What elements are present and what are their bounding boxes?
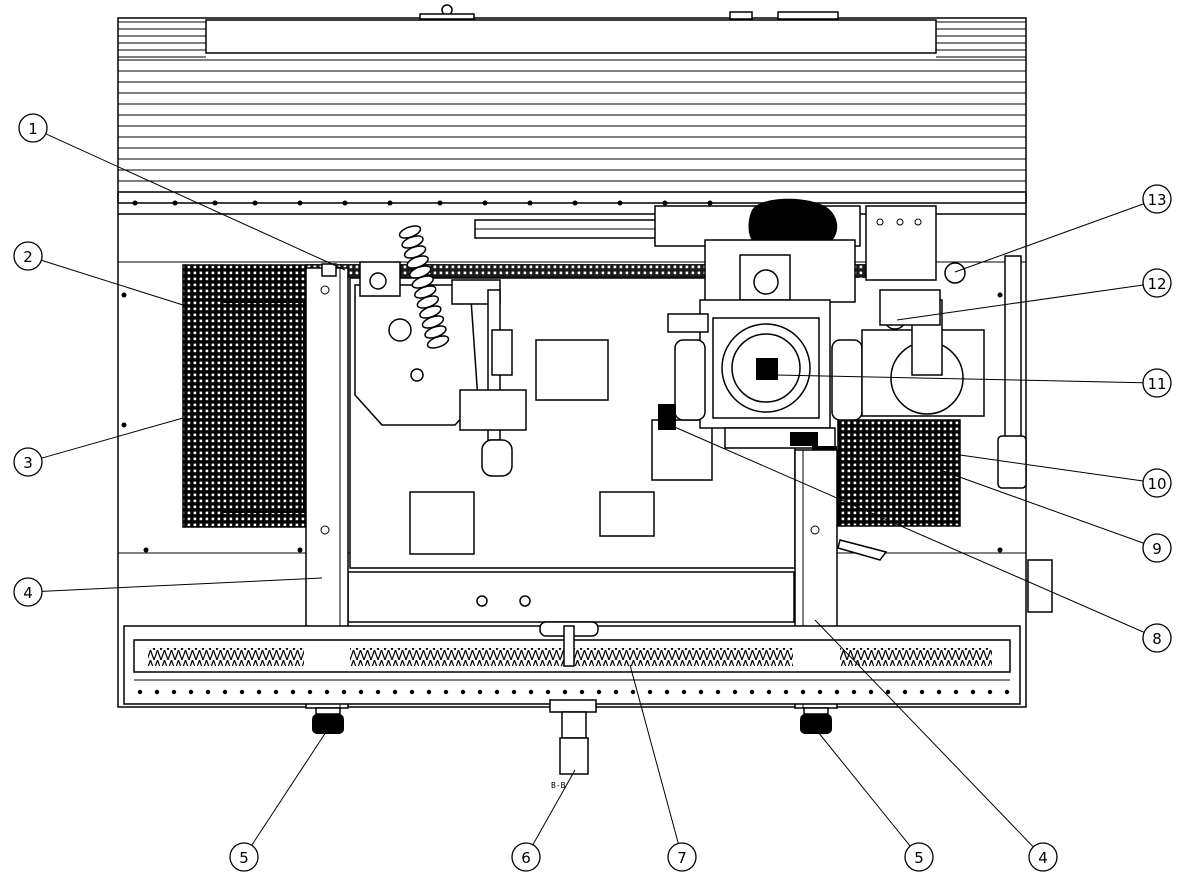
callout-circle bbox=[667, 842, 697, 872]
callout-number: 11 bbox=[1147, 375, 1166, 393]
hose-assembly bbox=[354, 225, 527, 477]
callout-leader bbox=[959, 454, 1144, 482]
callout-c4a: 4 bbox=[13, 577, 323, 607]
callout-circle bbox=[13, 447, 43, 477]
callout-number: 8 bbox=[1152, 630, 1162, 648]
callout-c12: 12 bbox=[896, 268, 1172, 321]
callout-number: 10 bbox=[1147, 475, 1166, 493]
callout-c8: 8 bbox=[669, 424, 1172, 653]
callout-c3: 3 bbox=[13, 417, 184, 477]
callout-leader bbox=[41, 259, 184, 306]
callout-leader bbox=[814, 619, 1034, 848]
callout-c7: 7 bbox=[629, 664, 697, 872]
pump-assembly bbox=[658, 239, 1027, 489]
callout-c5b: 5 bbox=[817, 731, 934, 872]
callout-c11: 11 bbox=[775, 368, 1172, 398]
callout-circle bbox=[18, 113, 48, 143]
callout-leader bbox=[896, 284, 1144, 321]
callout-c13: 13 bbox=[954, 184, 1172, 273]
callout-leader bbox=[775, 374, 1144, 384]
callout-circle bbox=[1142, 184, 1172, 214]
right-knob bbox=[800, 707, 832, 734]
callout-leader bbox=[939, 469, 1144, 544]
callout-c5a: 5 bbox=[229, 731, 327, 872]
callout-circle bbox=[1142, 533, 1172, 563]
connector-label: B-B bbox=[551, 781, 566, 790]
right-perforated-panel bbox=[837, 419, 961, 527]
callout-circle bbox=[13, 241, 43, 271]
callout-circle bbox=[1142, 368, 1172, 398]
callout-leader bbox=[41, 577, 323, 592]
callout-number: 6 bbox=[521, 849, 531, 867]
callout-number: 3 bbox=[23, 454, 33, 472]
callout-number: 12 bbox=[1147, 275, 1166, 293]
callout-number: 13 bbox=[1147, 191, 1166, 209]
callout-c9: 9 bbox=[939, 469, 1172, 563]
callout-number: 5 bbox=[239, 849, 249, 867]
callout-number: 4 bbox=[23, 584, 33, 602]
callout-c6: 6 bbox=[511, 769, 576, 872]
callout-number: 9 bbox=[1152, 540, 1162, 558]
top-louver-panel bbox=[117, 4, 1027, 204]
spring-rail bbox=[123, 559, 1053, 705]
callout-circle bbox=[229, 842, 259, 872]
callout-c1: 1 bbox=[18, 113, 346, 271]
callout-circle bbox=[904, 842, 934, 872]
callout-circle bbox=[1142, 468, 1172, 498]
left-perforated-panel bbox=[182, 264, 307, 528]
callout-number: 2 bbox=[23, 248, 33, 266]
callout-c10: 10 bbox=[959, 454, 1172, 498]
callout-leader bbox=[954, 203, 1145, 273]
callout-leader bbox=[532, 769, 576, 846]
callout-number: 4 bbox=[1038, 849, 1048, 867]
callout-circle bbox=[511, 842, 541, 872]
bottom-connector: B-B bbox=[549, 699, 597, 790]
callout-number: 1 bbox=[28, 120, 38, 138]
callout-leader bbox=[669, 424, 1145, 633]
callout-leader bbox=[45, 133, 346, 271]
callout-leader bbox=[629, 664, 679, 844]
callout-circle bbox=[13, 577, 43, 607]
callout-c4b: 4 bbox=[814, 619, 1058, 872]
callout-number: 5 bbox=[914, 849, 924, 867]
callout-c2: 2 bbox=[13, 241, 184, 306]
callout-leader bbox=[817, 731, 911, 847]
callout-circle bbox=[1028, 842, 1058, 872]
callout-leader bbox=[41, 417, 184, 459]
callout-circle bbox=[1142, 268, 1172, 298]
callout-circle bbox=[1142, 623, 1172, 653]
top-rail bbox=[474, 198, 937, 281]
callout-leader bbox=[251, 731, 327, 846]
callout-number: 7 bbox=[677, 849, 687, 867]
left-knob bbox=[312, 707, 344, 734]
